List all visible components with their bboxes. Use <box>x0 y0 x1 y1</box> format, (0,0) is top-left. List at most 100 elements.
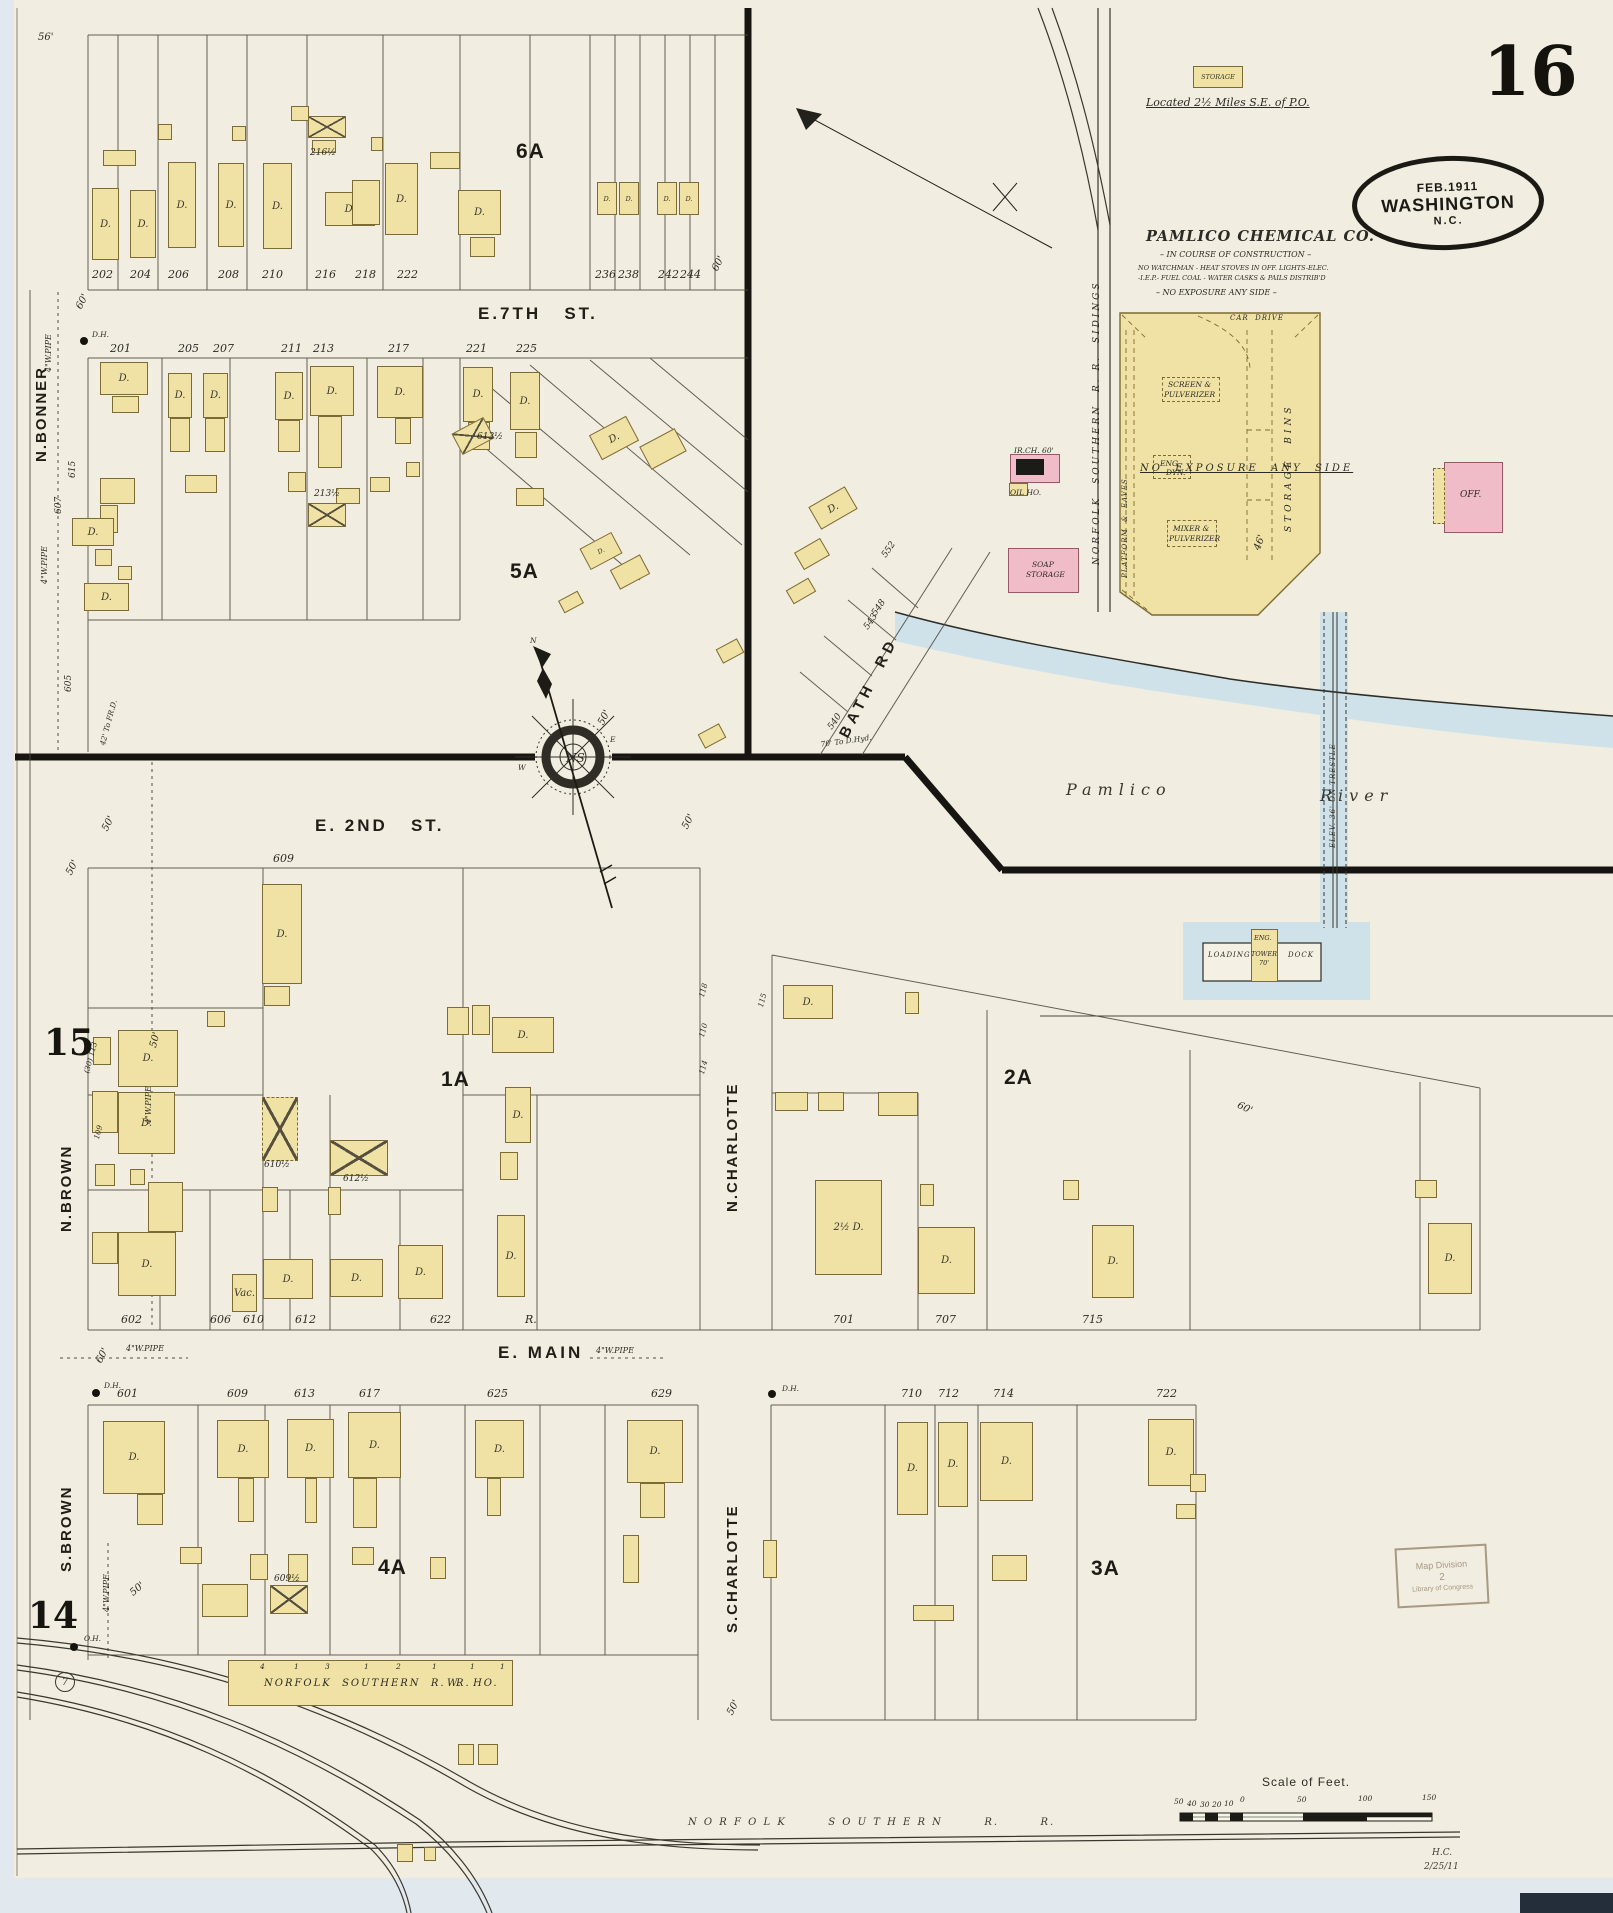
building <box>330 1140 388 1176</box>
map-label: ELEV. 36' ON TRESTLE <box>1329 743 1337 848</box>
svg-text:NS: NS <box>565 751 585 765</box>
map-label: E. 2ND ST. <box>315 816 445 835</box>
map-label: 4A <box>378 1556 407 1579</box>
map-label: 3A <box>1091 1557 1120 1580</box>
map-label: 150 <box>1422 1793 1437 1802</box>
map-label: STORAGE <box>1026 570 1065 579</box>
building-label: D. <box>685 194 693 203</box>
building <box>500 1152 518 1180</box>
building-label: D. <box>941 1255 952 1266</box>
building-d: D. <box>348 1412 401 1478</box>
building <box>397 1844 413 1862</box>
map-label: 1 <box>432 1662 437 1671</box>
map-label: 629 <box>651 1387 672 1400</box>
map-label: 213½ <box>314 489 340 499</box>
building <box>93 1037 111 1065</box>
map-label: 216½ <box>310 148 336 158</box>
map-label: NORFOLK SOUTHERN R. R. SIDINGS <box>1092 280 1102 565</box>
building <box>623 1535 639 1583</box>
building-d: D. <box>118 1092 175 1154</box>
scan-edge-left <box>0 0 14 1913</box>
map-label: 216 <box>315 268 336 281</box>
building <box>228 1660 513 1706</box>
building-label: D. <box>87 526 99 538</box>
map-label: CAR DRIVE <box>1230 314 1284 322</box>
building-label: D. <box>505 1250 517 1262</box>
building-d: D. <box>118 1030 178 1087</box>
building-label: D. <box>142 1053 154 1064</box>
building-d: D. <box>1148 1419 1194 1486</box>
building <box>95 549 112 566</box>
oval-city: WASHINGTON <box>1380 191 1516 216</box>
map-label: 601 <box>117 1387 138 1400</box>
building-d: D. <box>938 1422 968 1507</box>
scan-edge-corner <box>1520 1893 1613 1913</box>
building-d: D. <box>100 362 148 395</box>
map-label: 612½ <box>343 1174 369 1184</box>
building-d: D. <box>783 985 833 1019</box>
map-label: 1 <box>500 1662 505 1671</box>
building <box>352 1547 374 1565</box>
map-label: 202 <box>92 268 113 281</box>
map-label: LOADING <box>1208 951 1251 959</box>
map-label: PULVERIZER <box>1169 534 1221 543</box>
building-2d: 2½ D. <box>815 1180 882 1275</box>
building-label: D. <box>1165 1447 1177 1458</box>
building-d: D. <box>168 373 192 418</box>
building <box>137 1494 163 1525</box>
building <box>170 418 190 452</box>
map-label: OIL HO. <box>1010 488 1042 497</box>
map-label: 46' <box>1252 533 1268 552</box>
map-label: 50 <box>1174 1797 1184 1806</box>
map-label: 2 <box>396 1662 401 1671</box>
scale-title: Scale of Feet. <box>1262 1775 1351 1789</box>
building-label: D. <box>1444 1253 1456 1264</box>
map-label: E. MAIN <box>498 1343 584 1362</box>
map-label: 4"W.PIPE <box>44 334 53 372</box>
map-label: 217 <box>388 342 409 355</box>
map-label: 201 <box>110 342 131 355</box>
building-label: D. <box>369 1439 380 1451</box>
map-label: 609½ <box>274 1574 300 1584</box>
map-label: 50' <box>725 1698 742 1718</box>
compass-rose: NS <box>515 646 631 909</box>
map-label: 244 <box>680 268 701 281</box>
building-d: D. <box>980 1422 1033 1501</box>
map-label: 114 <box>697 1059 710 1076</box>
hydrant-dot <box>70 1643 78 1651</box>
building-label: D. <box>282 1273 294 1285</box>
hydrant-dot <box>92 1389 100 1397</box>
map-label: O.H. <box>84 1634 102 1643</box>
map-label: S.CHARLOTTE <box>724 1504 741 1633</box>
map-label: 208 <box>218 268 239 281</box>
map-label: 609 <box>273 852 294 865</box>
map-label: 206 <box>168 268 189 281</box>
building-d: D. <box>92 188 119 260</box>
map-label: 242 <box>658 268 679 281</box>
building-label: D. <box>174 390 186 401</box>
map-label: 15 <box>44 1022 95 1064</box>
map-label: 30 <box>1200 1800 1210 1809</box>
building-d: D. <box>463 367 493 422</box>
building-label: 2½ D. <box>833 1222 864 1233</box>
building-label: D. <box>237 1443 249 1455</box>
building <box>288 1554 308 1582</box>
building <box>1162 377 1220 402</box>
map-label: H.C. <box>1432 1848 1453 1858</box>
building <box>1153 455 1191 479</box>
map-label: 211 <box>281 342 302 355</box>
building-d: D. <box>217 1420 269 1478</box>
building-d: D. <box>492 1017 554 1053</box>
building <box>516 488 544 506</box>
lot-lines <box>29 34 1481 1721</box>
map-label: 612 <box>295 1313 316 1326</box>
building <box>262 1097 298 1161</box>
building-d: D. <box>287 1419 334 1478</box>
building-d: D. <box>203 373 228 418</box>
building-d: D. <box>657 182 677 215</box>
map-label: 707 <box>935 1313 956 1326</box>
map-label: 118 <box>697 982 710 999</box>
map-label: 2A <box>1004 1066 1033 1089</box>
building <box>328 1187 341 1215</box>
map-label: – IN COURSE OF CONSTRUCTION – <box>1160 250 1312 259</box>
